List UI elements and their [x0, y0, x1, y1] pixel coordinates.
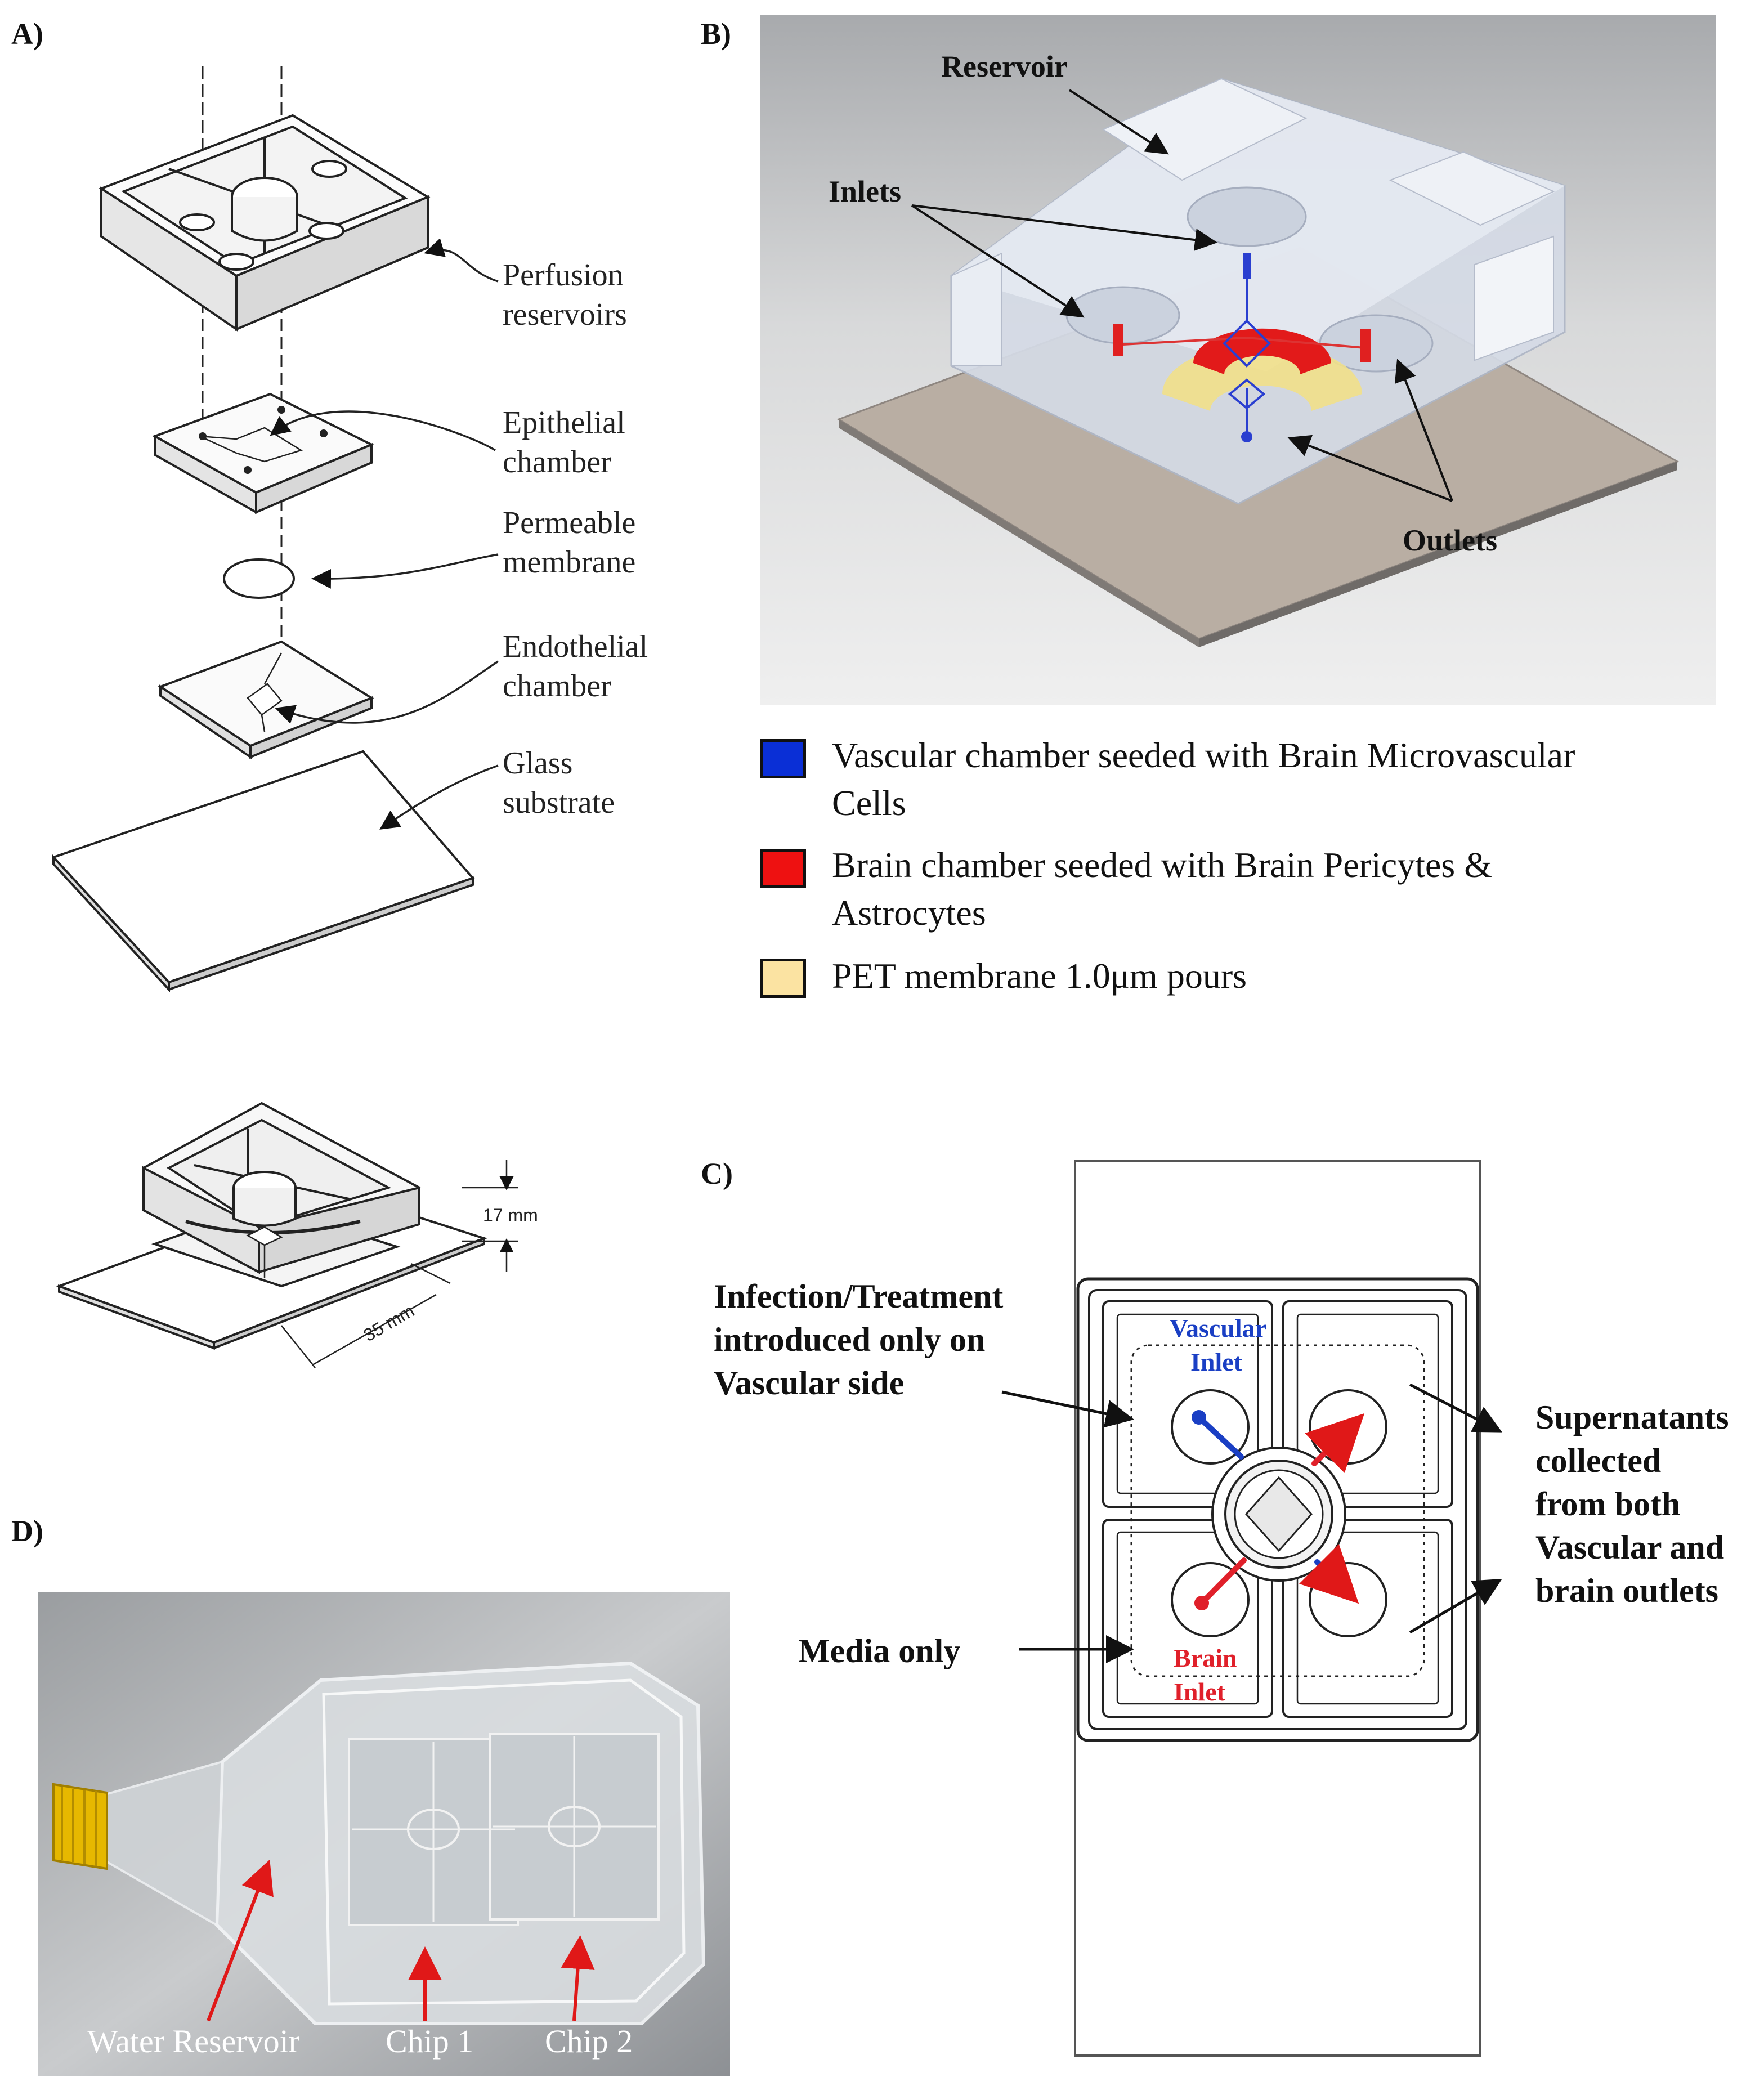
endothelial-label-line2: chamber	[503, 669, 611, 704]
panel-b-letter: B)	[701, 17, 731, 51]
epithelial-label-line2: chamber	[503, 445, 611, 480]
perfusion-label-line2: reservoirs	[503, 297, 627, 332]
legend-vascular-line1: Vascular chamber seeded with Brain Micro…	[832, 735, 1575, 775]
perfusion-label-line1: Perfusion	[503, 258, 624, 293]
vascular-inlet-label-line1: Vascular	[1170, 1314, 1267, 1342]
assembled-device-drawing	[56, 1102, 518, 1368]
permeable-label-line1: Permeable	[503, 505, 636, 540]
supernatants-label-line2: collected	[1535, 1442, 1662, 1479]
panel-a-drawing	[51, 66, 499, 993]
panel-c-letter: C)	[701, 1157, 733, 1190]
permeable-label-line2: membrane	[503, 545, 636, 580]
infection-label-line2: introduced only on	[714, 1321, 986, 1358]
chip2-label: Chip 2	[545, 2023, 633, 2060]
supernatants-label-line4: Vascular and	[1535, 1529, 1725, 1566]
permeable-membrane-drawing	[223, 558, 295, 599]
legend-swatch-pet	[760, 959, 806, 998]
epithelial-chamber-drawing	[152, 392, 374, 514]
legend-vascular-line2: Cells	[832, 783, 906, 823]
media-label: Media only	[798, 1632, 961, 1669]
reservoir-label: Reservoir	[941, 50, 1068, 83]
panel-d-photo	[38, 1592, 730, 2076]
dimension-height: 17 mm	[483, 1205, 538, 1225]
glass-label-line2: substrate	[503, 785, 615, 820]
supernatants-label-line1: Supernatants	[1535, 1399, 1729, 1436]
glass-label-line1: Glass	[503, 746, 573, 781]
legend-swatch-brain	[760, 849, 806, 888]
supernatants-label-line5: brain outlets	[1535, 1572, 1719, 1609]
panel-a-letter: A)	[11, 17, 43, 51]
brain-inlet-label-line1: Brain	[1174, 1644, 1237, 1672]
inlets-label: Inlets	[829, 174, 902, 208]
vascular-inlet-label-line2: Inlet	[1190, 1348, 1242, 1376]
legend-pet-line1: PET membrane 1.0μm pours	[832, 956, 1247, 996]
legend-swatch-vascular	[760, 739, 806, 778]
glass-substrate-drawing	[51, 750, 475, 993]
infection-label-line1: Infection/Treatment	[714, 1278, 1004, 1315]
panel-b-render	[760, 15, 1716, 705]
epithelial-label-line1: Epithelial	[503, 405, 625, 440]
legend-brain-line2: Astrocytes	[832, 893, 986, 933]
outlets-label: Outlets	[1403, 523, 1497, 557]
panel-c-schematic	[1001, 1160, 1502, 2057]
brain-inlet-label-line2: Inlet	[1174, 1677, 1225, 1706]
water-reservoir-label: Water Reservoir	[87, 2023, 299, 2060]
legend-brain-line1: Brain chamber seeded with Brain Pericyte…	[832, 845, 1492, 885]
chip1-label: Chip 1	[386, 2023, 474, 2060]
perfusion-reservoir-drawing	[99, 114, 431, 332]
panel-d-letter: D)	[11, 1514, 43, 1548]
endothelial-label-line1: Endothelial	[503, 629, 648, 664]
infection-label-line3: Vascular side	[714, 1364, 905, 1402]
endothelial-chamber-drawing	[158, 640, 374, 759]
supernatants-label-line3: from both	[1535, 1485, 1681, 1523]
